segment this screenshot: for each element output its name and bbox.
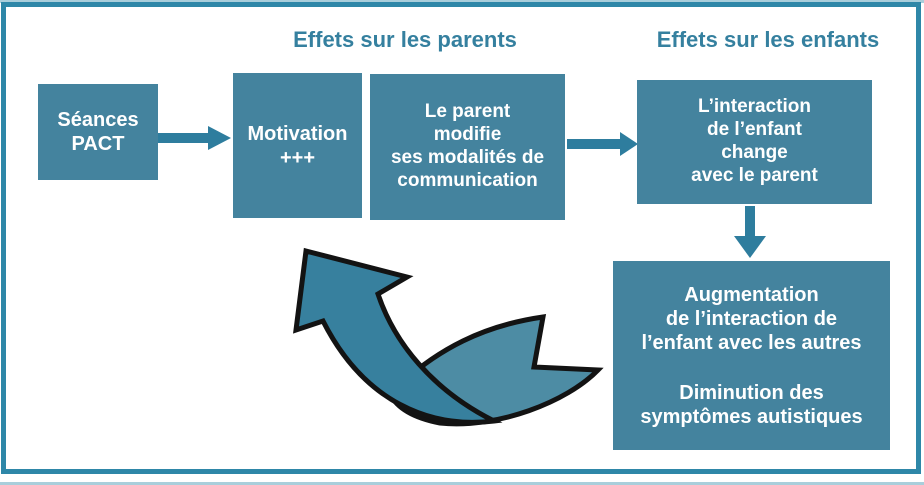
swoosh-arrow-body [293, 247, 503, 425]
feedback-curved-arrow-icon [293, 247, 604, 427]
augmentation-text: Augmentation de l’interaction de l’enfan… [641, 283, 862, 354]
box-interaction-enfant: L’interaction de l’enfant change avec le… [637, 80, 872, 204]
header-effets-parents: Effets sur les parents [293, 27, 517, 52]
down-arrow-icon [734, 236, 766, 258]
box-seances-pact: Séances PACT [38, 84, 158, 180]
arrow-interaction-to-resultats-shaft [745, 206, 755, 236]
diagram-frame [1, 2, 921, 474]
box-motivation: Motivation +++ [233, 73, 362, 218]
box-resultats-enfant: Augmentation de l’interaction de l’enfan… [613, 261, 890, 450]
right-arrow-icon [620, 132, 638, 156]
arrow-parent-to-enfant-shaft [567, 139, 620, 149]
top-edge-line [0, 0, 924, 3]
diminution-text: Diminution des symptômes autistiques [640, 381, 863, 428]
arrow-seances-to-motivation-shaft [158, 133, 208, 143]
bottom-edge-line [0, 482, 924, 485]
right-arrow-icon [208, 126, 231, 150]
box-parent-modifie: Le parent modifie ses modalités de commu… [370, 74, 565, 220]
header-effets-enfants: Effets sur les enfants [656, 27, 880, 52]
